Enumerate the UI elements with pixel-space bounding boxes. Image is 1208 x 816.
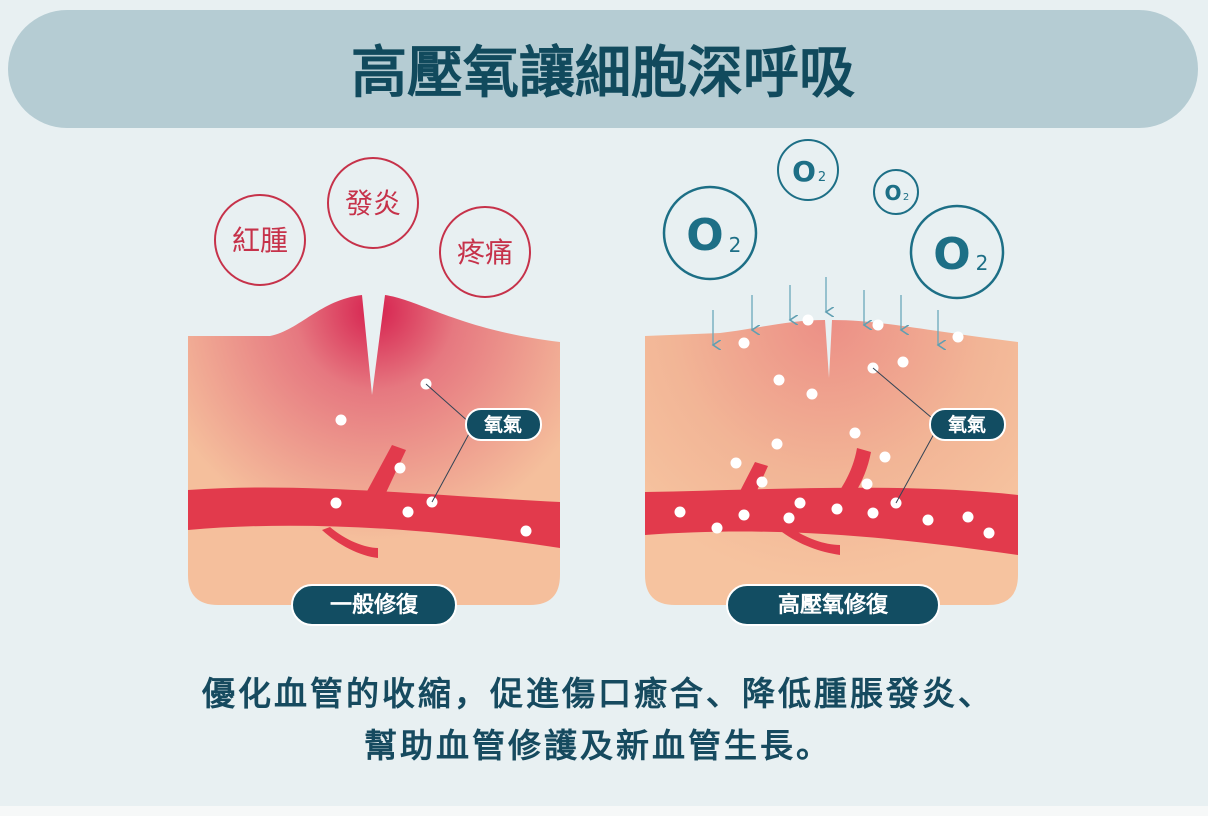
oxygen-particle [802, 314, 814, 326]
oxygen-particle [394, 462, 406, 474]
svg-text:2: 2 [729, 233, 742, 257]
svg-text:疼痛: 疼痛 [457, 236, 513, 269]
oxygen-particle [983, 527, 995, 539]
symptom-bubble: 疼痛 [439, 206, 531, 298]
svg-text:O: O [933, 229, 970, 280]
oxygen-particle [738, 337, 750, 349]
svg-text:O: O [792, 155, 816, 188]
panel-label-pill [726, 584, 940, 626]
svg-text:O: O [884, 181, 901, 205]
o2-bubble: O 2 [662, 185, 758, 281]
oxygen-particle [330, 497, 342, 509]
oxygen-particle [711, 522, 723, 534]
svg-text:紅腫: 紅腫 [232, 224, 288, 257]
oxygen-particle [756, 476, 768, 488]
bottom-strip [0, 806, 1208, 816]
oxygen-particle [861, 478, 873, 490]
page-title: 高壓氧讓細胞深呼吸 [351, 41, 855, 106]
blood-vessel [188, 445, 560, 558]
oxygen-particle [402, 506, 414, 518]
oxygen-label: 氧氣 [484, 413, 522, 436]
oxygen-particle [773, 374, 785, 386]
caption-line-1: 優化血管的收縮，促進傷口癒合、降低腫脹發炎、 [201, 674, 994, 713]
oxygen-particle [738, 509, 750, 521]
svg-text:發炎: 發炎 [345, 187, 401, 220]
panel-label-pill [291, 584, 457, 626]
oxygen-particle [952, 331, 964, 343]
symptom-bubble: 紅腫 [214, 194, 306, 286]
oxygen-label: 氧氣 [948, 413, 986, 436]
o2-bubble: O 2 [873, 169, 919, 215]
oxygen-particles [674, 314, 995, 539]
header-banner [8, 10, 1198, 128]
oxygen-particle [872, 319, 884, 331]
oxygen-particle [674, 506, 686, 518]
oxygen-arrows [713, 277, 938, 345]
healing-skin [645, 320, 1018, 605]
oxygen-particle [849, 427, 861, 439]
oxygen-particle [897, 356, 909, 368]
oxygen-particle [520, 525, 532, 537]
oxygen-particle [335, 414, 347, 426]
svg-text:O: O [686, 210, 723, 261]
svg-text:2: 2 [976, 251, 989, 275]
oxygen-particle [806, 388, 818, 400]
oxygen-particle [879, 451, 891, 463]
oxygen-particle [730, 457, 742, 469]
panel-label: 一般修復 [330, 592, 419, 618]
left-panel-normal-repair: 紅腫 發炎 疼痛 氧氣 一般修復 [188, 157, 560, 626]
oxygen-particle [783, 512, 795, 524]
symptom-bubble: 發炎 [327, 157, 419, 249]
oxygen-particle [922, 514, 934, 526]
oxygen-particle [831, 503, 843, 515]
caption-line-2: 幫助血管修護及新血管生長。 [364, 726, 832, 765]
o2-bubble: O 2 [909, 204, 1005, 300]
svg-text:2: 2 [903, 192, 909, 203]
oxygen-particle [794, 497, 806, 509]
oxygen-particle [867, 507, 879, 519]
oxygen-particle [962, 511, 974, 523]
oxygen-callout: 氧氣 [425, 383, 542, 503]
o2-bubble: O 2 [777, 139, 839, 201]
panel-label: 高壓氧修復 [778, 592, 889, 618]
blood-vessel [645, 448, 1018, 555]
svg-text:2: 2 [818, 170, 826, 185]
oxygen-particle [771, 438, 783, 450]
oxygen-callout: 氧氣 [872, 367, 1006, 504]
right-panel-hbot-repair: O 2 O 2 O 2 O 2 [645, 139, 1018, 626]
